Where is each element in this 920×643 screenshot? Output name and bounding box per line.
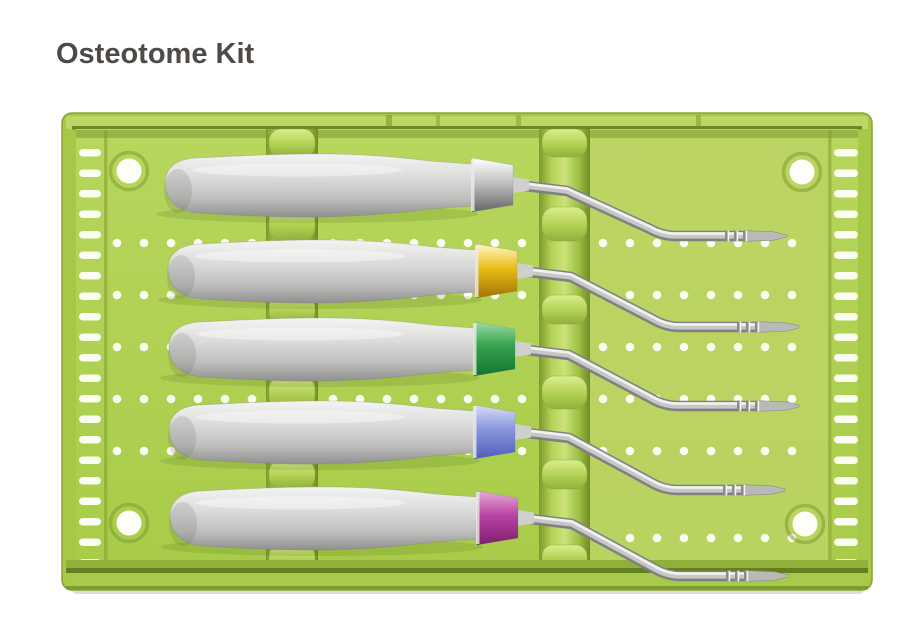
color-ring-blue bbox=[473, 404, 516, 460]
tray-top-crease bbox=[72, 126, 862, 130]
page-title: Osteotome Kit bbox=[56, 38, 255, 70]
handle-endcap-shade bbox=[168, 416, 196, 460]
rim-notches bbox=[386, 115, 701, 127]
instrument-handle bbox=[164, 153, 473, 218]
osteotome-magenta bbox=[161, 486, 789, 582]
osteotome-blue bbox=[160, 400, 786, 496]
instrument-shaft bbox=[523, 266, 770, 333]
handle-highlight bbox=[192, 163, 402, 177]
instrument-shaft bbox=[521, 427, 756, 496]
instrument-shaft bbox=[519, 180, 758, 242]
osteotome-green bbox=[160, 317, 800, 412]
depth-marks bbox=[723, 484, 746, 496]
handle-highlight bbox=[196, 410, 404, 424]
color-ring-magenta bbox=[476, 490, 519, 546]
color-ring-yellow bbox=[475, 243, 518, 299]
osteotome-silver bbox=[156, 153, 788, 242]
shaft-stub bbox=[515, 424, 531, 440]
collar-edge-shine bbox=[473, 323, 477, 375]
handle-highlight bbox=[196, 496, 406, 510]
osteotome-yellow bbox=[158, 239, 800, 333]
handle-endcap-shade bbox=[168, 333, 196, 377]
corner-hole bbox=[784, 503, 826, 545]
instrument-shaft bbox=[524, 513, 759, 582]
left-flange-crease bbox=[104, 130, 108, 562]
osteotome-instruments bbox=[156, 153, 800, 582]
color-ring-green bbox=[473, 321, 516, 377]
depth-marks bbox=[737, 321, 760, 333]
handle-highlight bbox=[196, 327, 404, 341]
right-flange-crease bbox=[828, 130, 832, 562]
collar-edge-shine bbox=[475, 245, 479, 297]
handle-endcap-shade bbox=[164, 169, 192, 213]
instrument-handle bbox=[168, 317, 475, 382]
rail-posts bbox=[268, 128, 588, 572]
collar-edge-shine bbox=[476, 492, 480, 544]
color-ring-silver bbox=[471, 157, 514, 213]
corner-hole bbox=[781, 151, 823, 193]
depth-marks bbox=[737, 400, 760, 412]
tray-inner-top-shadow bbox=[76, 130, 858, 138]
corner-holes bbox=[108, 150, 826, 545]
shaft-stub bbox=[518, 510, 534, 526]
handle-endcap-shade bbox=[167, 255, 195, 299]
handle-endcap-shade bbox=[169, 502, 197, 546]
shaft-stub bbox=[515, 341, 531, 357]
instrument-handle bbox=[168, 400, 475, 465]
collar-edge-shine bbox=[471, 159, 475, 211]
handle-highlight bbox=[195, 249, 405, 263]
instrument-shaft bbox=[521, 344, 770, 412]
vent-slots-left bbox=[79, 149, 101, 567]
corner-hole bbox=[108, 150, 150, 192]
instrument-handle bbox=[169, 486, 478, 551]
corner-hole bbox=[108, 502, 150, 544]
depth-marks bbox=[725, 230, 748, 242]
instrument-handle bbox=[167, 239, 477, 304]
shaft-stub bbox=[517, 263, 533, 279]
vent-slots-right bbox=[834, 149, 858, 567]
shaft-stub bbox=[513, 177, 529, 193]
depth-marks bbox=[726, 570, 749, 582]
collar-edge-shine bbox=[473, 406, 477, 458]
tray-top-rim bbox=[66, 116, 868, 129]
